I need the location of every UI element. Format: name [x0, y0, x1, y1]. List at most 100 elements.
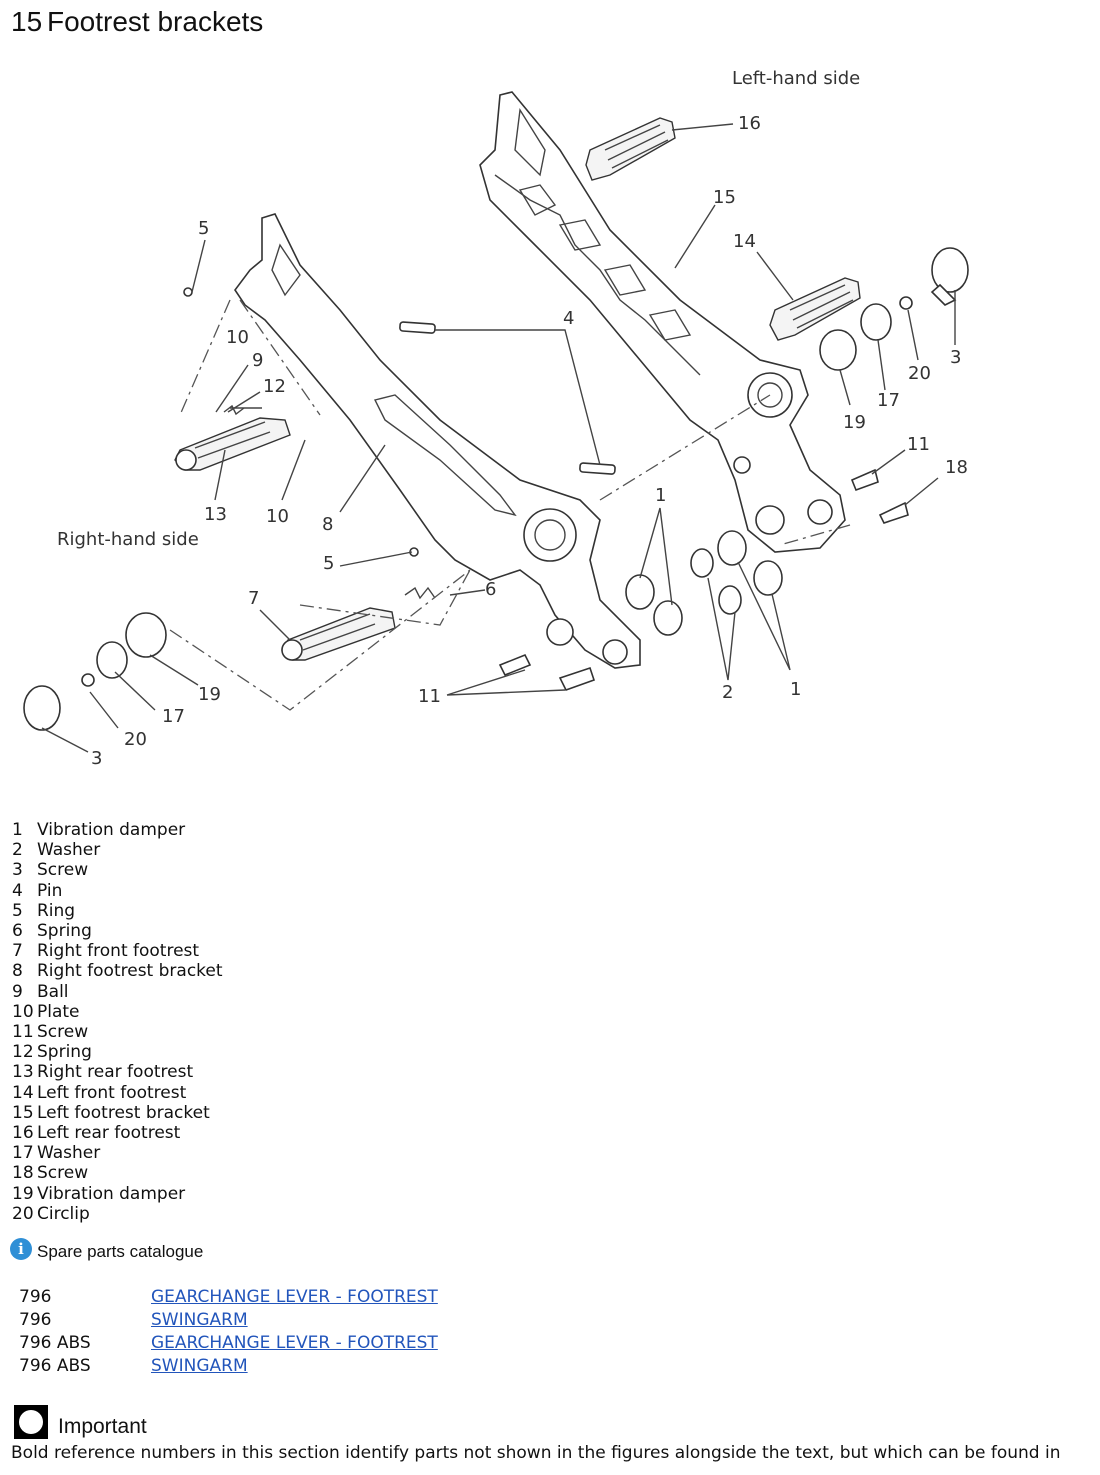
callout-10-lower: 10	[266, 506, 289, 527]
callout-16: 16	[738, 113, 761, 134]
legend-item: 8 Right footrest bracket	[12, 961, 223, 981]
legend-text: Left footrest bracket	[37, 1102, 210, 1123]
legend-number: 20	[12, 1203, 34, 1224]
legend-number: 10	[12, 1001, 34, 1022]
legend-number: 5	[12, 900, 23, 921]
callout-12: 12	[263, 376, 286, 397]
catalogue-link[interactable]: GEARCHANGE LEVER - FOOTREST	[151, 1332, 438, 1353]
catalogue-row: 796 ABS GEARCHANGE LEVER - FOOTREST	[19, 1331, 438, 1354]
legend-number: 19	[12, 1183, 34, 1204]
callout-20-right: 20	[124, 729, 147, 750]
callout-3-left: 3	[950, 347, 961, 368]
important-text: Bold reference numbers in this section i…	[11, 1443, 1061, 1463]
catalogue-model: 796 ABS	[19, 1332, 91, 1353]
catalogue-row: 796 SWINGARM	[19, 1308, 438, 1331]
right-front-footrest	[281, 607, 396, 661]
legend-item: 2 Washer	[12, 840, 223, 860]
legend-text: Screw	[37, 1022, 89, 1043]
right-footrest-bracket	[234, 213, 641, 669]
caption-right-hand-side: Right-hand side	[57, 529, 199, 550]
callout-8: 8	[322, 514, 333, 535]
important-heading: Important	[14, 1405, 147, 1439]
caption-left-hand-side: Left-hand side	[732, 68, 860, 89]
catalogue-model: 796 ABS	[19, 1355, 91, 1376]
callouts: 16 15 14 3 20 17 19 11 18 1 4 5 10 9 12 …	[91, 113, 968, 769]
callout-10-upper: 10	[226, 327, 249, 348]
callout-17-right: 17	[162, 706, 185, 727]
callout-17-left: 17	[877, 390, 900, 411]
callout-7: 7	[248, 588, 259, 609]
legend-number: 6	[12, 921, 23, 942]
callout-11-lower: 11	[418, 686, 441, 707]
callout-5-upper: 5	[198, 218, 209, 239]
legend-number: 7	[12, 941, 23, 962]
callout-9: 9	[252, 350, 263, 371]
legend-number: 12	[12, 1042, 34, 1063]
legend-number: 8	[12, 961, 23, 982]
legend-text: Pin	[37, 880, 63, 901]
important-title: Important	[58, 1415, 147, 1438]
callout-20-left: 20	[908, 363, 931, 384]
legend-item: 4 Pin	[12, 881, 223, 901]
important-icon	[14, 1405, 48, 1439]
catalogue-link-cell: SWINGARM	[151, 1308, 438, 1331]
catalogue-link[interactable]: SWINGARM	[151, 1309, 248, 1330]
legend-text: Washer	[37, 840, 101, 861]
legend-number: 18	[12, 1163, 34, 1184]
legend-number: 4	[12, 880, 23, 901]
callout-2: 2	[722, 682, 733, 703]
section-number: 15	[11, 6, 43, 37]
leader-lines	[41, 123, 956, 753]
legend-number: 11	[12, 1022, 34, 1043]
catalogue-link[interactable]: SWINGARM	[151, 1355, 248, 1376]
legend-text: Left front footrest	[37, 1082, 187, 1103]
callout-19-left: 19	[843, 412, 866, 433]
catalogue-model: 796	[19, 1309, 52, 1330]
callout-1-upper: 1	[655, 485, 666, 506]
legend-number: 14	[12, 1082, 34, 1103]
callout-15: 15	[713, 187, 736, 208]
left-rear-footrest	[585, 117, 676, 181]
callout-6: 6	[485, 579, 496, 600]
legend-number: 3	[12, 860, 23, 881]
right-rear-footrest	[174, 417, 291, 471]
legend-text: Plate	[37, 1001, 80, 1022]
legend-text: Vibration damper	[37, 1183, 186, 1204]
legend-number: 2	[12, 840, 23, 861]
callout-18: 18	[945, 457, 968, 478]
legend-text: Spring	[37, 1042, 92, 1063]
legend-number: 17	[12, 1143, 34, 1164]
callout-1-lower: 1	[790, 679, 801, 700]
section-title: Footrest brackets	[47, 6, 264, 37]
callout-11-left: 11	[907, 434, 930, 455]
catalogue-heading: i Spare parts catalogue	[10, 1238, 203, 1262]
legend-text: Screw	[37, 1163, 89, 1184]
legend-number: 16	[12, 1123, 34, 1144]
legend-number: 13	[12, 1062, 34, 1083]
callout-14: 14	[733, 231, 756, 252]
catalogue-link[interactable]: GEARCHANGE LEVER - FOOTREST	[151, 1286, 438, 1307]
callout-5-lower: 5	[323, 553, 334, 574]
catalogue-link-cell: SWINGARM	[151, 1354, 438, 1377]
legend-number: 9	[12, 981, 23, 1002]
catalogue-link-cell: GEARCHANGE LEVER - FOOTREST	[151, 1285, 438, 1308]
catalogue-link-cell: GEARCHANGE LEVER - FOOTREST	[151, 1331, 438, 1354]
callout-19-right: 19	[198, 684, 221, 705]
left-front-footrest	[769, 277, 861, 341]
legend-text: Right footrest bracket	[37, 961, 223, 982]
legend-text: Left rear footrest	[37, 1123, 181, 1144]
